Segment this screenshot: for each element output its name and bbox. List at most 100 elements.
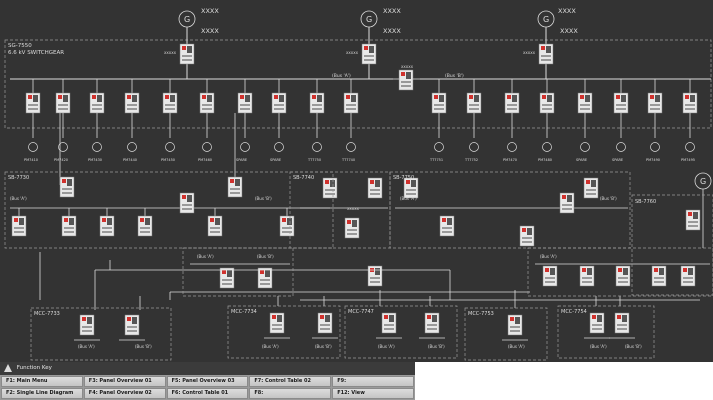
fkey-f5-panel-overview-03[interactable]: F5: Panel Overview 03: [166, 376, 249, 387]
feeder-breaker-1[interactable]: [25, 92, 41, 114]
feeder-load-icon[interactable]: [580, 142, 590, 152]
breaker-status-indicator: [182, 195, 186, 199]
mcc-breaker-4[interactable]: [317, 312, 333, 334]
sb1b-breaker-b[interactable]: [257, 267, 273, 289]
feeder-load-icon[interactable]: [346, 142, 356, 152]
fkey-f1-main-menu[interactable]: F1: Main Menu: [1, 376, 83, 387]
feeder-load-icon[interactable]: [312, 142, 322, 152]
sb4-breaker[interactable]: [685, 209, 701, 231]
sb1-feeder-breaker-6[interactable]: [279, 215, 295, 237]
sb3-incomer-breaker-c[interactable]: [583, 177, 599, 199]
feeder-load-icon[interactable]: [202, 142, 212, 152]
breaker-meter-bar: [545, 277, 555, 279]
mcc-breaker-3[interactable]: [269, 312, 285, 334]
fkey-f8[interactable]: F8:: [249, 388, 332, 399]
generator-1-breaker[interactable]: [179, 43, 195, 65]
feeder-breaker-13[interactable]: [504, 92, 520, 114]
fkey-f12-view[interactable]: F12: View: [332, 388, 414, 399]
fkey-f7-control-table-02[interactable]: F7: Control Table 02: [249, 376, 332, 387]
sb1-feeder-breaker-5[interactable]: [207, 215, 223, 237]
sb2-tie-breaker[interactable]: [344, 217, 360, 239]
feeder-load-icon[interactable]: [616, 142, 626, 152]
sb3b-breaker-3[interactable]: [615, 265, 631, 287]
fkey-f4-panel-overview-02[interactable]: F4: Panel Overview 02: [83, 388, 166, 399]
generator-3-breaker[interactable]: [538, 43, 554, 65]
feeder-load-icon[interactable]: [240, 142, 250, 152]
feeder-breaker-3[interactable]: [89, 92, 105, 114]
feeder-load-icon[interactable]: [434, 142, 444, 152]
sb1b-breaker-a[interactable]: [219, 267, 235, 289]
sb3-bus-tie-breaker[interactable]: [559, 192, 575, 214]
breaker-meter-bar: [282, 227, 292, 229]
feeder-breaker-12[interactable]: [466, 92, 482, 114]
sb3b-breaker-1[interactable]: [542, 265, 558, 287]
feeder-load-icon[interactable]: [92, 142, 102, 152]
sb1-incomer-breaker[interactable]: [227, 176, 243, 198]
sb3b-breaker-2[interactable]: [579, 265, 595, 287]
feeder-breaker-5[interactable]: [162, 92, 178, 114]
breaker-meter-bar: [688, 225, 698, 227]
sb3b-breaker-4[interactable]: [651, 265, 667, 287]
sb1-bus-tie-breaker[interactable]: [179, 192, 195, 214]
breaker-status-indicator: [274, 95, 278, 99]
feeder-breaker-8[interactable]: [271, 92, 287, 114]
main-bus-a-label: (Bus 'A'): [332, 73, 351, 79]
breaker-switch-icon: [621, 95, 626, 102]
feeder-load-icon[interactable]: [28, 142, 38, 152]
mcc-breaker-9[interactable]: [614, 312, 630, 334]
fkey-f6-control-table-01[interactable]: F6: Control Table 01: [166, 388, 249, 399]
feeder-breaker-4[interactable]: [124, 92, 140, 114]
mcc-breaker-2[interactable]: [124, 314, 140, 336]
feeder-breaker-7[interactable]: [237, 92, 253, 114]
sb1-feeder-breaker-4[interactable]: [137, 215, 153, 237]
feeder-load-icon[interactable]: [469, 142, 479, 152]
sb3-incomer-breaker-b[interactable]: [403, 177, 419, 199]
mcc-breaker-5[interactable]: [381, 312, 397, 334]
feeder-load-icon[interactable]: [127, 142, 137, 152]
sb3b-breaker-5[interactable]: [680, 265, 696, 287]
sb3-right-breaker[interactable]: [519, 225, 535, 247]
feeder-breaker-9[interactable]: [309, 92, 325, 114]
sb1-feeder-breaker-3[interactable]: [99, 215, 115, 237]
feeder-breaker-2[interactable]: [55, 92, 71, 114]
feeder-load-icon[interactable]: [650, 142, 660, 152]
sb1-feeder-breaker-1[interactable]: [11, 215, 27, 237]
feeder-load-icon[interactable]: [58, 142, 68, 152]
mcc-breaker-8[interactable]: [589, 312, 605, 334]
sb1-feeder-breaker-2[interactable]: [61, 215, 77, 237]
feeder-load-icon[interactable]: [507, 142, 517, 152]
mcc-breaker-6[interactable]: [424, 312, 440, 334]
feeder-breaker-6[interactable]: [199, 92, 215, 114]
fkey-f2-single-line-diagram[interactable]: F2: Single Line Diagram: [1, 388, 83, 399]
mid-feeder-breaker[interactable]: [367, 265, 383, 287]
breaker-meter-bar: [210, 227, 220, 229]
breaker-status-indicator: [260, 270, 264, 274]
feeder-breaker-11[interactable]: [431, 92, 447, 114]
fkey-f9[interactable]: F9:: [332, 376, 414, 387]
mcc-breaker-7[interactable]: [507, 314, 523, 336]
feeder-breaker-16[interactable]: [613, 92, 629, 114]
feeder-breaker-10[interactable]: [343, 92, 359, 114]
sb2-incomer-breaker[interactable]: [322, 177, 338, 199]
mcc-2-box: [227, 305, 341, 359]
sb3-feeder-breaker[interactable]: [439, 215, 455, 237]
feeder-load-icon[interactable]: [685, 142, 695, 152]
breaker-status-indicator: [586, 180, 590, 184]
breaker-meter-bar: [182, 59, 192, 61]
feeder-load-icon[interactable]: [274, 142, 284, 152]
mcc-breaker-1[interactable]: [79, 314, 95, 336]
fkey-f3-panel-overview-01[interactable]: F3: Panel Overview 01: [83, 376, 166, 387]
sb1-incomer-breaker[interactable]: [59, 176, 75, 198]
feeder-breaker-15[interactable]: [577, 92, 593, 114]
feeder-breaker-18[interactable]: [682, 92, 698, 114]
breaker-status-indicator: [347, 220, 351, 224]
bus-coupler-breaker[interactable]: [398, 69, 414, 91]
feeder-load-icon[interactable]: [165, 142, 175, 152]
generator-2-breaker[interactable]: [361, 43, 377, 65]
breaker-meter-bar: [469, 104, 479, 106]
breaker-meter-bar: [222, 279, 232, 281]
sb3-incomer-breaker-a[interactable]: [367, 177, 383, 199]
feeder-load-icon[interactable]: [542, 142, 552, 152]
feeder-breaker-17[interactable]: [647, 92, 663, 114]
feeder-breaker-14[interactable]: [539, 92, 555, 114]
